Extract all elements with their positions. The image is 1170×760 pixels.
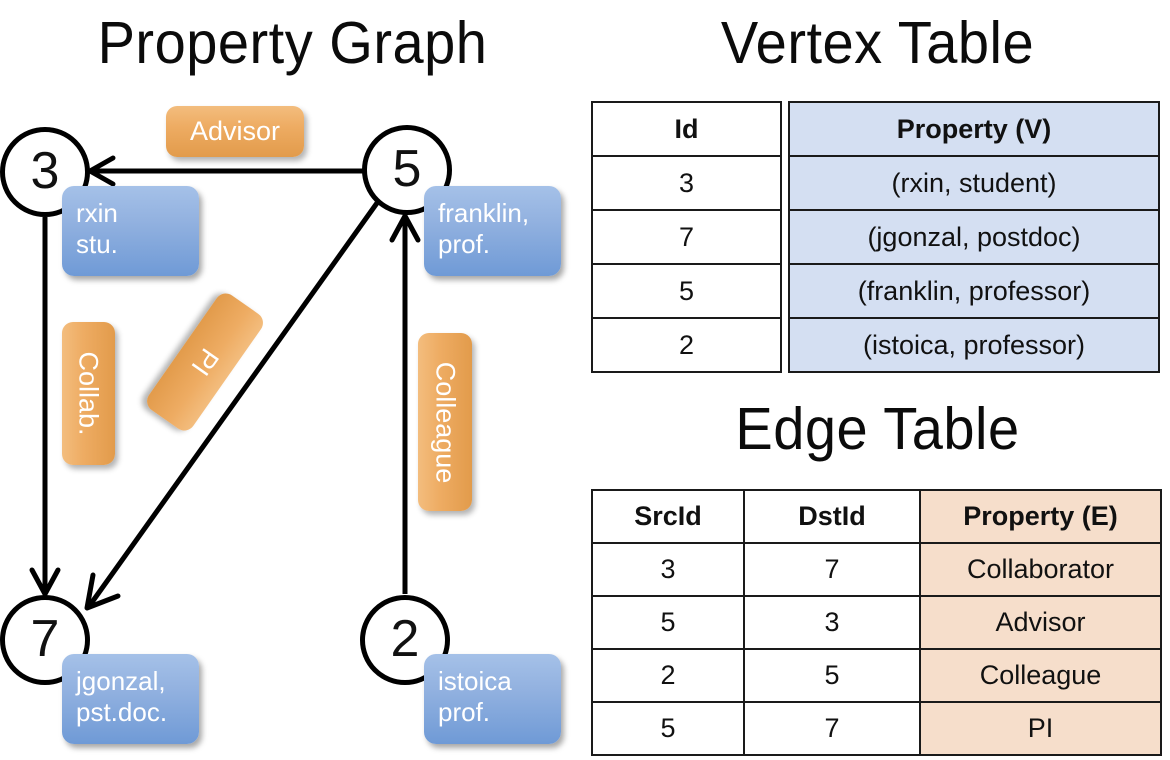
edge-property-cell: PI [919,701,1162,756]
vertex-id-cell: 7 [591,209,782,265]
graph-node-3-label: 3 [30,142,60,200]
table-row[interactable]: 5 7 PI [591,701,1162,756]
property-graph-edges [29,155,421,611]
vertex-table-property-column: Property (V) (rxin, student) (jgonzal, p… [788,101,1160,373]
edge-property-cell: Advisor [919,595,1162,650]
table-row[interactable]: (istoica, professor) [788,317,1160,373]
node-property-7-line1: jgonzal, [76,666,166,696]
graph-node-2-label: 2 [390,610,420,668]
edge-table-header-srcid: SrcId [591,489,745,544]
edge-label-advisor[interactable]: Advisor [166,106,304,157]
table-row[interactable]: 3 [591,155,782,211]
vertex-property-cell: (franklin, professor) [788,263,1160,319]
edge-label-advisor-text: Advisor [189,116,281,146]
vertex-property-cell: (jgonzal, postdoc) [788,209,1160,265]
edge-label-colleague-text: Colleague [430,361,461,483]
edge-table-header-dstid: DstId [743,489,921,544]
vertex-table-header-property: Property (V) [788,101,1160,157]
edge-label-colleague[interactable]: Colleague [418,333,472,511]
edge-dst-cell: 5 [743,648,921,703]
node-property-2-line2: prof. [438,697,491,727]
table-row[interactable]: 3 7 Collaborator [591,542,1162,597]
table-row[interactable]: 2 5 Colleague [591,648,1162,703]
vertex-property-cell: (istoica, professor) [788,317,1160,373]
node-property-3-line1: rxin [76,198,118,228]
edge-dst-cell: 7 [743,701,921,756]
vertex-table-header-id: Id [591,101,782,157]
edge-src-cell: 5 [591,595,745,650]
node-property-box-7[interactable]: jgonzal, pst.doc. [62,654,199,744]
edge-dst-cell: 3 [743,595,921,650]
vertex-table-header-row: Property (V) [788,101,1160,157]
node-property-7-line2: pst.doc. [76,697,168,727]
vertex-id-cell: 5 [591,263,782,319]
vertex-id-cell: 3 [591,155,782,211]
vertex-id-cell: 2 [591,317,782,373]
edge-label-pi-text: PI [185,343,226,382]
table-row[interactable]: (jgonzal, postdoc) [788,209,1160,265]
table-row[interactable]: 2 [591,317,782,373]
edge-label-collab-text: Collab. [74,351,105,436]
node-property-3-line2: stu. [76,229,118,259]
node-property-2-line1: istoica [438,666,512,696]
page-title-edge-table: Edge Table [735,395,1020,462]
node-property-box-3[interactable]: rxin stu. [62,186,199,276]
edge-src-cell: 3 [591,542,745,597]
edge-property-cell: Colleague [919,648,1162,703]
edge-table-header-property: Property (E) [919,489,1162,544]
page-title-property-graph: Property Graph [97,9,488,76]
table-row[interactable]: 5 [591,263,782,319]
node-property-5-line2: prof. [438,229,491,259]
graph-node-5-label: 5 [392,140,422,198]
table-row[interactable]: 7 [591,209,782,265]
node-property-5-line1: franklin, [438,198,530,228]
page-title-vertex-table: Vertex Table [720,9,1035,76]
edge-src-cell: 5 [591,701,745,756]
vertex-table-id-column: Id 3 7 5 2 [591,101,782,373]
node-property-box-5[interactable]: franklin, prof. [424,186,561,276]
edge-table-header-row: SrcId DstId Property (E) [591,489,1162,544]
graph-node-2[interactable]: 2 [360,595,450,685]
edge-dst-cell: 7 [743,542,921,597]
table-row[interactable]: (rxin, student) [788,155,1160,211]
table-row[interactable]: 5 3 Advisor [591,595,1162,650]
vertex-property-cell: (rxin, student) [788,155,1160,211]
edge-label-collab[interactable]: Collab. [62,322,115,465]
graph-node-7-label: 7 [30,610,60,668]
edge-table: SrcId DstId Property (E) 3 7 Collaborato… [591,489,1162,756]
vertex-table-header-row: Id [591,101,782,157]
edge-property-cell: Collaborator [919,542,1162,597]
edge-src-cell: 2 [591,648,745,703]
table-row[interactable]: (franklin, professor) [788,263,1160,319]
node-property-box-2[interactable]: istoica prof. [424,654,561,744]
